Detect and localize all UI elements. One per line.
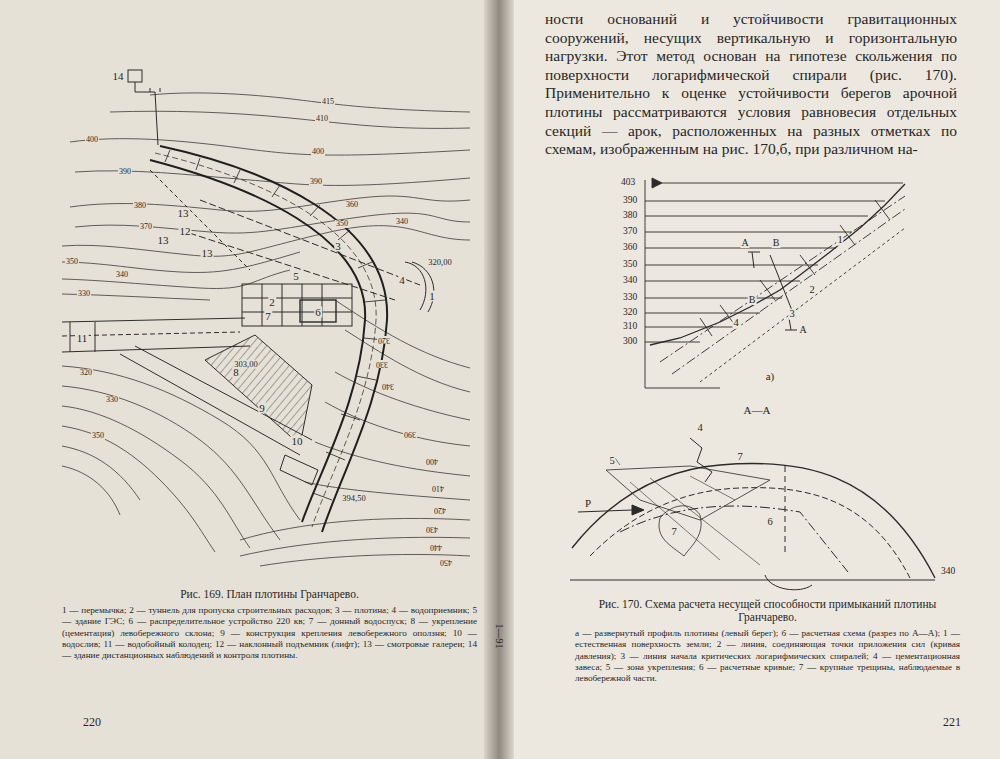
section-mark: А [798, 325, 807, 335]
contour-elevation: 350 [65, 258, 79, 266]
callout-number: 9 [258, 403, 266, 414]
contour-elevation: 410 [431, 484, 445, 492]
contour-elevation: 360 [345, 201, 359, 209]
contour-elevation: 410 [315, 115, 329, 123]
callout-number: 7 [264, 311, 272, 322]
spillway [280, 455, 318, 485]
contour-elevation: 340 [381, 382, 395, 390]
page-number: 220 [82, 716, 102, 728]
axis-elevation: 330 [622, 293, 638, 303]
subfigure-label: а) [765, 371, 776, 382]
contour-elevation: 390 [118, 168, 132, 176]
callout-number: 2 [268, 297, 276, 308]
callout-number: 4 [696, 423, 703, 434]
contour-elevation: 420 [433, 506, 447, 514]
callout-number: 3 [334, 241, 342, 252]
contour-elevation: 340 [395, 218, 409, 226]
arch-dam [150, 146, 387, 532]
powerhouse [150, 170, 420, 326]
contour-elevation: 430 [425, 525, 439, 533]
axis-elevation: 380 [622, 211, 638, 221]
callout-number: 1 [836, 235, 843, 246]
body-text: ности оснований и устойчивости гравитаци… [545, 10, 957, 159]
contour-elevation: 390 [403, 430, 417, 438]
left-page [0, 0, 500, 759]
gutter-stamp: 1—91 [494, 623, 504, 650]
section-title: А—А [743, 405, 772, 416]
contour-elevation: 320 [377, 336, 391, 344]
contour-elevation: 440 [429, 543, 443, 551]
river-channel [62, 318, 312, 455]
callout-number: 12 [179, 226, 192, 237]
axis-elevation: 370 [622, 227, 638, 237]
axis-elevation: 340 [622, 276, 638, 286]
page-number: 221 [942, 716, 962, 728]
contour-elevation: 330 [375, 360, 389, 368]
callout-number: 7 [670, 527, 677, 538]
axis-elevation: 350 [622, 260, 638, 270]
axis-elevation: 360 [622, 243, 638, 253]
callout-number: 13 [177, 208, 190, 219]
spot-elevation: 303,00 [233, 360, 258, 369]
contour-elevation: 370 [139, 223, 153, 231]
callout-number: 6 [766, 517, 773, 528]
callout-number: 5 [292, 271, 300, 282]
contour-elevation: 390 [309, 178, 323, 186]
profile-figure [645, 178, 905, 388]
figure-key: 1 — перемычка; 2 — туннель для пропуска … [62, 605, 477, 661]
contour-lines [62, 93, 470, 566]
callout-number: 13 [157, 235, 170, 246]
callout-number: 4 [732, 318, 739, 329]
contour-elevation: 400 [85, 136, 99, 144]
contour-elevation: 400 [425, 457, 439, 465]
callout-number: 6 [314, 307, 322, 318]
contour-elevation: 350 [335, 220, 349, 228]
slope-protection [205, 335, 312, 445]
contour-elevation: 400 [311, 148, 325, 156]
contour-elevation: 380 [133, 202, 147, 210]
callout-number: 4 [398, 275, 406, 286]
contour-elevation: 330 [77, 290, 91, 298]
callout-number: 7 [736, 452, 743, 463]
callout-number: 11 [76, 333, 89, 344]
axis-elevation: 320 [622, 308, 638, 318]
figure-caption: Рис. 170. Схема расчета несущей способно… [575, 598, 960, 624]
force-label: Р [584, 498, 592, 509]
axis-elevation: 403 [620, 178, 636, 188]
callout-number: 1 [428, 291, 436, 302]
axis-elevation: 340 [940, 567, 956, 577]
contour-elevation: 320 [79, 369, 93, 377]
section-figure [570, 438, 935, 590]
axis-elevation: 310 [622, 322, 638, 332]
section-mark: В [748, 295, 757, 305]
contour-elevation: 415 [321, 98, 335, 106]
callout-number: 2 [808, 285, 815, 296]
spot-elevation: 394,50 [341, 494, 366, 503]
callout-number: 13 [201, 248, 214, 259]
section-mark: В [772, 238, 781, 248]
axis-elevation: 300 [622, 337, 638, 347]
spot-elevation: 320,00 [427, 258, 452, 267]
callout-number: 5 [608, 456, 615, 467]
cofferdam [405, 262, 434, 312]
contour-elevation: 330 [105, 396, 119, 404]
contour-elevation: 450 [439, 558, 453, 566]
section-mark: А [740, 238, 749, 248]
gutter [484, 0, 514, 759]
observation-building [128, 70, 160, 145]
callout-number: 14 [112, 71, 125, 82]
callout-number: 3 [788, 309, 795, 320]
contour-elevation: 340 [115, 271, 129, 279]
callout-number: 10 [291, 436, 304, 447]
contour-elevation: 350 [91, 432, 105, 440]
axis-elevation: 390 [622, 196, 638, 206]
figure-key: а — развернутый профиль плотины (левый б… [575, 628, 960, 684]
right-page [500, 0, 1000, 759]
figure-caption: Рис. 169. План плотины Гранчарево. [62, 588, 477, 601]
